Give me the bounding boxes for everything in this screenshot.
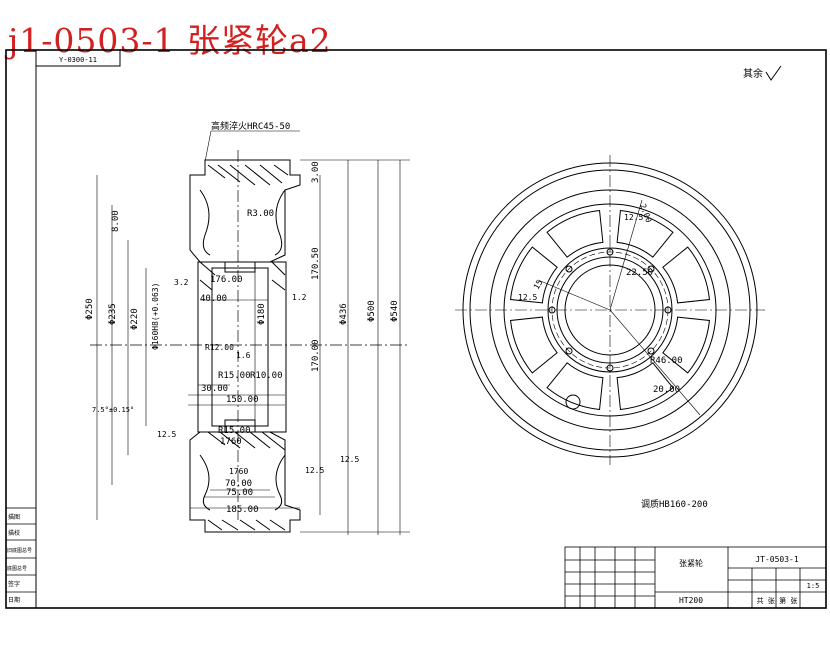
dim-c15: 15 (532, 278, 545, 291)
spoke-window (546, 209, 604, 258)
side-row-2: 旧底图总号 (7, 547, 32, 554)
dim-r300: R3.00 (247, 209, 274, 219)
inner-frame (35, 49, 827, 609)
dim-d220: Φ220 (130, 308, 140, 330)
spoke-window (509, 246, 558, 304)
tilt-note: 7.5°±0.15° (92, 406, 134, 414)
hardening-note: 高频淬火HRC45-50 (211, 120, 290, 132)
ra-125-left: 12.5 (157, 430, 176, 439)
drawing-code: JT-0503-1 (755, 555, 799, 564)
drawing-no: Y-0300-11 (59, 56, 97, 64)
dim-r1000b: 1760 (220, 437, 242, 447)
part-name: 张紧轮 (679, 558, 703, 568)
material: HT200 (679, 596, 703, 605)
ra-125-front: 12.5 (624, 213, 643, 222)
treatment-note: 调质HB160-200 (641, 498, 708, 510)
dim-r1500b: R15.00 (218, 426, 251, 436)
dim-h17050: 170.50 (311, 247, 321, 280)
surface-note: 其余 (743, 67, 763, 80)
dim-r4600: R46.00 (650, 356, 683, 366)
dim-w17600: 176.00 (210, 275, 243, 285)
dim-r1200: R12.00 (205, 343, 234, 352)
dim-angle: 22.50 (626, 268, 653, 278)
drawing-no-box (35, 49, 121, 67)
dim-h17000: 170.00 (311, 339, 321, 372)
roughness-symbol (765, 65, 782, 81)
dimension-lines (96, 159, 410, 535)
dim-d436: Φ436 (339, 303, 349, 325)
ra-125-right2: 12.5 (340, 455, 359, 464)
chamfer-mark: 1.2 (292, 293, 307, 302)
front-view (455, 155, 765, 465)
dim-w1760: 1760 (229, 467, 248, 476)
sheet: 共 张 第 张 (757, 596, 798, 605)
side-row-1: 描校 (8, 529, 20, 537)
ra-125-right: 12.5 (305, 466, 324, 475)
dim-r1000: R10.00 (250, 371, 283, 381)
outer-frame (5, 49, 827, 609)
dim-r1500a: R15.00 (218, 371, 251, 381)
spoke-window (546, 362, 604, 411)
dim-d160: Φ160H8(+0.063) (151, 283, 160, 350)
spoke-window (616, 209, 674, 258)
dim-v800: 8.00 (111, 210, 121, 232)
side-row-5: 日期 (8, 596, 20, 604)
spoke-window (662, 316, 711, 374)
dim-v300: 3.00 (311, 161, 321, 183)
spoke-window (662, 246, 711, 304)
dim-w7000: 70.00 (225, 479, 252, 489)
spoke-window (616, 362, 674, 411)
ra-32-left: 3.2 (174, 278, 189, 287)
drawing-title: j1-0503-1 张紧轮a2 (8, 21, 332, 60)
dim-d500: Φ500 (367, 300, 377, 322)
side-table (5, 507, 37, 609)
dim-d250: Φ250 (85, 298, 95, 320)
spoke-window (509, 316, 558, 374)
dim-d540: Φ540 (390, 300, 400, 322)
section-view (90, 150, 410, 533)
side-row-3: 底图总号 (7, 565, 27, 572)
ra-16: 1.6 (236, 351, 251, 360)
dim-w3000: 30.00 (201, 384, 228, 394)
dim-d235: Φ235 (108, 303, 118, 325)
title-block (564, 546, 827, 609)
dim-w7500: 75.00 (226, 488, 253, 498)
side-row-0: 描图 (8, 513, 20, 521)
dim-w18500: 185.00 (226, 505, 259, 515)
dim-w2000: 20.00 (653, 385, 680, 395)
dim-d180: Φ180 (257, 303, 267, 325)
side-row-4: 签字 (8, 580, 20, 588)
dim-w15000: 150.00 (226, 395, 259, 405)
ra-125-front2: 12.5 (518, 293, 537, 302)
scale: 1:5 (807, 582, 820, 590)
dim-w4000: 40.00 (200, 294, 227, 304)
